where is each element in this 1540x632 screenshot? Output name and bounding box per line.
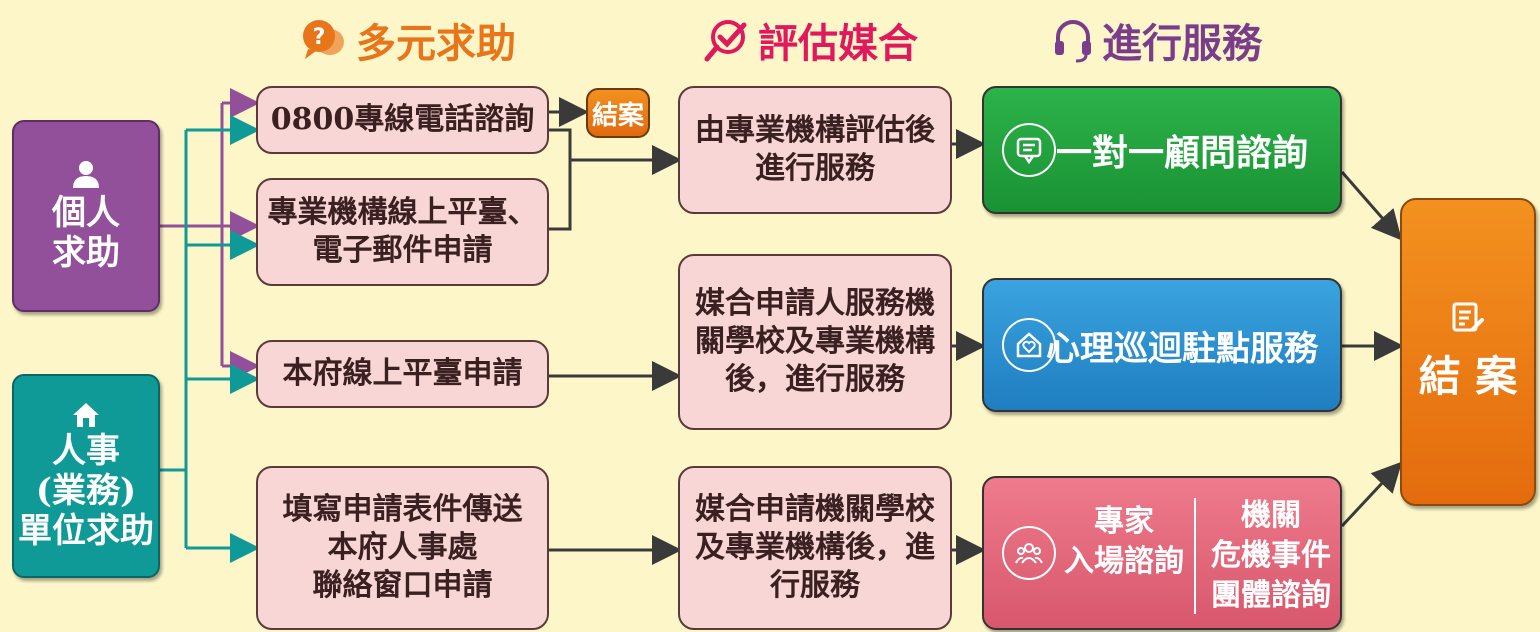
service-roaming-station[interactable]: 心理巡迴駐點服務 (982, 278, 1342, 412)
channel-city-platform[interactable]: 本府線上平臺申請 (256, 340, 549, 408)
document-edit-icon (1452, 302, 1484, 331)
source-personal-line1: 個人 (52, 193, 120, 233)
close-final[interactable]: 結 案 (1400, 198, 1536, 506)
connector-personal-trunk (160, 103, 224, 366)
assessment-match-applicant-line3: 後，進行服務 (725, 362, 905, 397)
source-unit-line2: (業務) (35, 471, 137, 511)
close-small-label: 結案 (591, 100, 644, 131)
service-roaming-station-label: 心理巡迴駐點服務 (1046, 328, 1318, 369)
arrow-svc1-close (1340, 171, 1402, 241)
heart-house-icon (1002, 318, 1056, 372)
channel-form-line3: 聯絡窗口申請 (312, 568, 493, 603)
assessment-match-agency-line2: 及專業機構後，進 (695, 530, 935, 565)
channel-hotline-label: 0800專線電話諮詢 (270, 102, 535, 137)
chat-bubble-icon (1002, 123, 1056, 177)
header-assessment: 評估媒合 (704, 14, 918, 67)
person-icon (73, 161, 99, 188)
source-personal-line2: 求助 (52, 233, 120, 273)
header-multi-help-label: 多元求助 (356, 20, 516, 67)
assessment-match-applicant[interactable]: 媒合申請人服務機 關學校及專業機構 後，進行服務 (678, 254, 952, 430)
service-expert-right-line2: 危機事件 (1211, 538, 1331, 573)
source-unit[interactable]: 人事 (業務) 單位求助 (12, 374, 160, 578)
channel-online[interactable]: 專業機構線上平臺、 電子郵件申請 (256, 178, 549, 286)
service-expert-right: 機關 危機事件 團體諮詢 (1206, 496, 1336, 616)
headset-icon (1055, 20, 1091, 63)
service-expert-left: 專家 入場諮詢 (1064, 502, 1184, 582)
channel-form-line1: 填寫申請表件傳送 (282, 492, 523, 527)
header-multi-help: ? 多元求助 (300, 14, 516, 67)
close-small-badge[interactable]: 結案 (586, 88, 650, 138)
source-personal[interactable]: 個人 求助 (12, 120, 160, 312)
assessment-professional-line1: 由專業機構評估後 (695, 113, 935, 148)
source-unit-line1: 人事 (52, 431, 120, 471)
service-one-on-one[interactable]: 一對一顧問諮詢 (982, 86, 1342, 214)
assessment-professional[interactable]: 由專業機構評估後 進行服務 (678, 86, 952, 214)
close-final-label: 結 案 (1418, 351, 1518, 401)
channel-hotline[interactable]: 0800專線電話諮詢 (256, 86, 549, 154)
assessment-match-agency-line1: 媒合申請機關學校 (695, 492, 935, 527)
channel-online-line1: 專業機構線上平臺、 (267, 195, 538, 230)
connector-online-assess (549, 160, 572, 231)
service-one-on-one-label: 一對一顧問諮詢 (1055, 132, 1308, 174)
service-expert-left-line2: 入場諮詢 (1064, 544, 1184, 579)
connector-hotline-assess (549, 128, 572, 160)
header-service: 進行服務 (1052, 14, 1262, 67)
header-assessment-label: 評估媒合 (758, 20, 918, 67)
service-expert-consult[interactable]: 專家 入場諮詢 機關 危機事件 團體諮詢 (982, 476, 1342, 630)
service-expert-right-line3: 團體諮詢 (1211, 578, 1331, 613)
source-unit-line3: 單位求助 (18, 511, 154, 551)
assessment-professional-line2: 進行服務 (755, 151, 875, 186)
assessment-match-applicant-line2: 關學校及專業機構 (695, 324, 935, 359)
channel-form[interactable]: 填寫申請表件傳送 本府人事處 聯絡窗口申請 (256, 466, 549, 630)
question-chat-icon: ? (303, 20, 344, 59)
assessment-match-applicant-line1: 媒合申請人服務機 (695, 286, 935, 321)
service-expert-right-line1: 機關 (1241, 498, 1301, 533)
check-magnifier-icon (704, 20, 747, 62)
group-icon (1002, 526, 1056, 580)
service-expert-left-line1: 專家 (1094, 504, 1154, 539)
header-service-label: 進行服務 (1102, 20, 1262, 67)
svg-text:?: ? (313, 25, 326, 50)
service-expert-divider (1194, 498, 1196, 614)
channel-city-platform-label: 本府線上平臺申請 (282, 356, 523, 391)
channel-online-line2: 電子郵件申請 (312, 233, 493, 268)
assessment-match-agency[interactable]: 媒合申請機關學校 及專業機構後，進 行服務 (678, 466, 952, 630)
channel-form-line2: 本府人事處 (327, 530, 478, 565)
arrow-svc3-close (1340, 461, 1403, 528)
connector-unit-trunk (160, 130, 188, 548)
home-icon (73, 403, 99, 427)
assessment-match-agency-line3: 行服務 (770, 568, 860, 603)
